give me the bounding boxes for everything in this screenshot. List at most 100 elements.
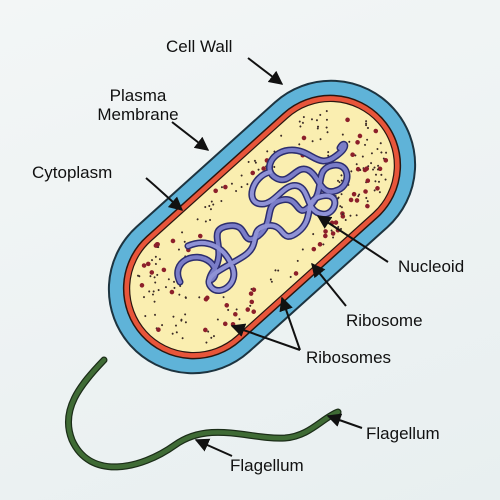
cytoplasm-granule bbox=[289, 275, 292, 278]
label-plasma-membrane: Plasma Membrane bbox=[88, 86, 188, 124]
cytoplasm-granule bbox=[361, 155, 364, 158]
cytoplasm-granule bbox=[365, 196, 368, 199]
ribosome-dot bbox=[357, 133, 363, 139]
cytoplasm-granule bbox=[238, 318, 241, 321]
cytoplasm-granule bbox=[273, 165, 276, 168]
ribosome-dot bbox=[222, 321, 228, 327]
cytoplasm-granule bbox=[171, 332, 174, 335]
cytoplasm-granule bbox=[340, 193, 343, 196]
cytoplasm-granule bbox=[249, 304, 252, 307]
ribosome-dot bbox=[354, 198, 360, 203]
cytoplasm-granule bbox=[167, 278, 170, 281]
cytoplasm-granule bbox=[209, 208, 212, 211]
cytoplasm-granule bbox=[378, 180, 381, 183]
arrow-flagellum-bottom bbox=[194, 438, 233, 457]
label-flagellum-right: Flagellum bbox=[366, 424, 440, 443]
ribosome-dot bbox=[351, 191, 357, 197]
flagellum bbox=[64, 356, 342, 471]
cytoplasm-granule bbox=[208, 204, 211, 207]
ribosome-dot bbox=[365, 203, 370, 209]
cytoplasm-granule bbox=[204, 220, 207, 223]
cytoplasm-granule bbox=[376, 148, 379, 151]
cytoplasm-granule bbox=[379, 142, 382, 145]
ribosome-dot bbox=[323, 233, 328, 239]
flagellum-fill bbox=[66, 357, 341, 470]
cytoplasm-granule bbox=[178, 293, 181, 296]
cytoplasm-granule bbox=[337, 225, 340, 228]
cytoplasm-granule bbox=[365, 124, 368, 127]
cytoplasm-granule bbox=[157, 289, 160, 292]
cytoplasm-granule bbox=[349, 214, 352, 217]
cytoplasm-granule bbox=[153, 300, 156, 303]
arrow-plasma-membrane bbox=[171, 121, 210, 151]
cytoplasm-granule bbox=[184, 313, 187, 316]
cytoplasm-granule bbox=[184, 321, 187, 324]
ribosome-dot bbox=[149, 270, 155, 275]
ribosome-dot bbox=[330, 231, 336, 236]
cytoplasm-granule bbox=[326, 131, 329, 134]
cytoplasm-granule bbox=[177, 248, 180, 251]
ribosome-dot bbox=[261, 166, 266, 171]
cytoplasm-granule bbox=[339, 227, 342, 230]
ribosome-dot bbox=[364, 166, 370, 171]
cytoplasm-granule bbox=[209, 218, 212, 221]
cytoplasm-granule bbox=[364, 143, 367, 146]
cytoplasm-granule bbox=[376, 168, 379, 171]
cytoplasm-granule bbox=[196, 218, 199, 221]
cytoplasm-granule bbox=[298, 120, 301, 123]
ribosome-dot bbox=[355, 139, 360, 145]
cytoplasm-granule bbox=[175, 331, 178, 334]
cytoplasm-granule bbox=[144, 315, 147, 318]
cytoplasm-granule bbox=[183, 240, 186, 243]
cytoplasm-granule bbox=[325, 110, 328, 113]
cytoplasm-granule bbox=[150, 259, 153, 262]
cytoplasm-granule bbox=[319, 113, 322, 116]
ribosome-dot bbox=[156, 327, 161, 332]
cytoplasm-granule bbox=[378, 191, 381, 194]
cytoplasm-granule bbox=[319, 138, 322, 141]
cytoplasm-granule bbox=[230, 182, 233, 185]
cytoplasm-granule bbox=[227, 308, 230, 311]
cytoplasm-granule bbox=[365, 120, 368, 123]
cytoplasm-granule bbox=[240, 174, 243, 177]
cytoplasm-granule bbox=[235, 190, 238, 193]
cytoplasm-granule bbox=[311, 140, 314, 143]
cytoplasm-granule bbox=[327, 154, 330, 157]
cytoplasm-granule bbox=[340, 179, 343, 182]
cytoplasm-granule bbox=[373, 189, 376, 192]
cytoplasm-granule bbox=[325, 126, 328, 129]
cytoplasm-granule bbox=[316, 127, 319, 130]
ribosome-dot bbox=[245, 307, 251, 312]
cytoplasm-granule bbox=[299, 125, 302, 128]
cytoplasm-granule bbox=[179, 285, 182, 288]
cytoplasm-granule bbox=[207, 330, 210, 333]
cytoplasm-granule bbox=[348, 140, 351, 143]
cytoplasm-granule bbox=[205, 341, 208, 344]
ribosome-dot bbox=[301, 135, 307, 141]
cytoplasm-granule bbox=[302, 116, 305, 119]
cytoplasm-granule bbox=[298, 143, 301, 146]
cytoplasm-granule bbox=[220, 200, 223, 203]
ribosome-dot bbox=[141, 263, 147, 268]
cytoplasm-granule bbox=[154, 262, 157, 265]
cytoplasm-granule bbox=[374, 180, 377, 183]
ribosome-dot bbox=[203, 327, 208, 333]
cytoplasm-granule bbox=[246, 183, 249, 186]
ribosome-dot bbox=[233, 311, 238, 317]
cytoplasm-granule bbox=[210, 336, 213, 339]
cytoplasm-granule bbox=[327, 151, 330, 154]
arrow-ribosomes-2 bbox=[279, 296, 301, 351]
cytoplasm-granule bbox=[377, 164, 380, 167]
cytoplasm-granule bbox=[151, 293, 154, 296]
arrow-ribosome bbox=[311, 262, 347, 307]
label-plasma-membrane-line1: Plasma bbox=[109, 86, 167, 105]
cytoplasm-granule bbox=[257, 168, 260, 171]
arrow-nucleoid bbox=[316, 215, 389, 263]
cytoplasm-granule bbox=[301, 121, 304, 124]
ribosome-dot bbox=[223, 184, 228, 190]
ribosome-dot bbox=[204, 295, 210, 301]
ribosome-dot bbox=[170, 238, 176, 244]
arrow-ribosomes-1 bbox=[230, 323, 301, 351]
cytoplasm-granule bbox=[181, 231, 184, 234]
ribosome-dot bbox=[249, 299, 255, 305]
